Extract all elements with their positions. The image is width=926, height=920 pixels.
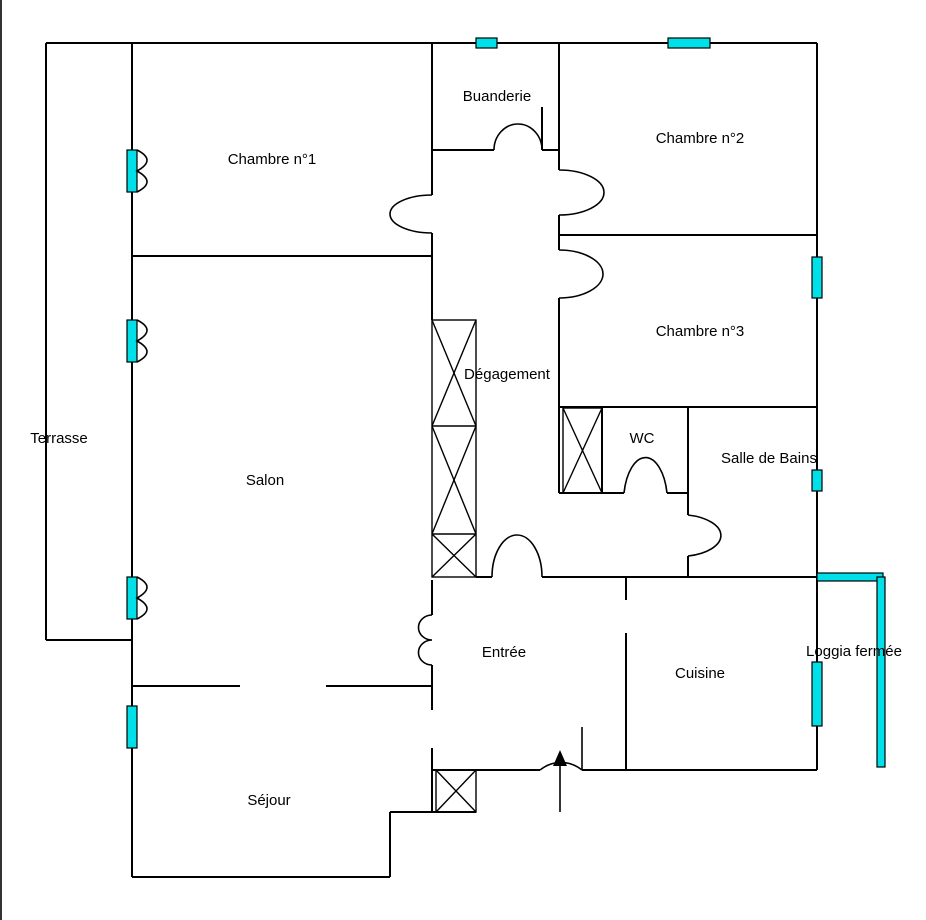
door-salle-de-bains (687, 514, 722, 557)
entry-arrow-head (553, 750, 567, 766)
cupboard-wc (562, 407, 603, 494)
cupboard-entree (435, 769, 477, 813)
window-loggia-top (816, 572, 884, 582)
cupboard-corridor (431, 319, 477, 578)
window-chambre-2 (667, 37, 711, 49)
door-degagement (491, 534, 543, 578)
window-chambre-3 (811, 256, 823, 299)
door-wc (623, 456, 668, 494)
door-salon (417, 614, 433, 666)
label-terrasse: Terrasse (30, 430, 88, 447)
label-loggia: Loggia fermée (806, 643, 902, 660)
door-chambre-2 (558, 169, 605, 216)
cupboards (431, 319, 603, 813)
label-chambre-3: Chambre n°3 (656, 323, 745, 340)
window-salle-de-bains (811, 469, 823, 492)
label-wc: WC (630, 430, 655, 447)
door-buanderie (493, 123, 543, 151)
label-salon: Salon (246, 472, 284, 489)
window-chambre-1 (126, 149, 148, 193)
window-cuisine (811, 661, 823, 727)
label-entree: Entrée (482, 644, 526, 661)
door-chambre-3 (558, 249, 604, 299)
window-salon-bottom (126, 576, 148, 620)
windows (126, 37, 886, 768)
window-salon-top (126, 319, 148, 363)
doors (389, 123, 722, 812)
label-chambre-1: Chambre n°1 (228, 151, 317, 168)
window-sejour (126, 705, 138, 749)
label-buanderie: Buanderie (463, 88, 531, 105)
label-sejour: Séjour (247, 792, 290, 809)
room-labels: Buanderie Chambre n°1 Chambre n°2 Chambr… (30, 88, 902, 809)
label-salle-de-bains: Salle de Bains (721, 450, 817, 467)
label-chambre-2: Chambre n°2 (656, 130, 745, 147)
window-buanderie (475, 37, 498, 49)
door-chambre-1 (389, 194, 433, 234)
label-degagement: Dégagement (464, 366, 551, 383)
label-cuisine: Cuisine (675, 665, 725, 682)
window-loggia-side (876, 576, 886, 768)
